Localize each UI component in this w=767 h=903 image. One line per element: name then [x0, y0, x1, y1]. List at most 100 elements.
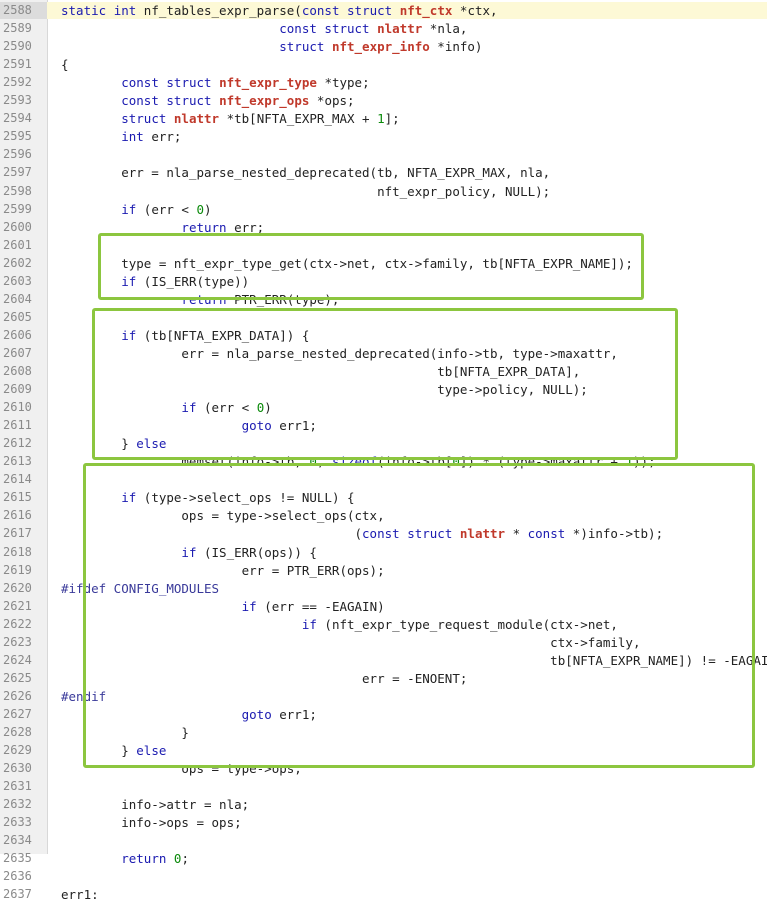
line-number: 2637 — [3, 887, 32, 902]
code-text: const struct nft_expr_type *type; — [121, 75, 370, 91]
code-line[interactable]: 2618 if (IS_ERR(ops)) { — [0, 544, 767, 561]
code-line[interactable]: 2615 if (type->select_ops != NULL) { — [0, 489, 767, 506]
code-line[interactable]: 2636 — [0, 868, 767, 885]
code-line[interactable]: 2605 — [0, 309, 767, 326]
code-text: struct nft_expr_info *info) — [279, 39, 483, 55]
code-line[interactable]: 2633 info->ops = ops; — [0, 814, 767, 831]
code-line[interactable]: 2611 goto err1; — [0, 417, 767, 434]
code-line[interactable]: 2630 ops = type->ops; — [0, 760, 767, 777]
code-line[interactable]: 2621 if (err == -EAGAIN) — [0, 598, 767, 615]
line-number: 2588 — [0, 2, 47, 19]
line-number: 2602 — [3, 255, 32, 270]
code-line[interactable]: 2617 (const struct nlattr * const *)info… — [0, 525, 767, 542]
code-text: if (nft_expr_type_request_module(ctx->ne… — [301, 616, 618, 632]
code-line[interactable]: 2628 } — [0, 724, 767, 741]
code-line[interactable]: 2609 type->policy, NULL); — [0, 381, 767, 398]
code-line[interactable]: 2635 return 0; — [0, 850, 767, 867]
code-line[interactable]: 2625 err = -ENOENT; — [0, 670, 767, 687]
code-line[interactable]: 2624 tb[NFTA_EXPR_NAME]) != -EAGAIN) — [0, 652, 767, 669]
code-line[interactable]: 2608 tb[NFTA_EXPR_DATA], — [0, 363, 767, 380]
code-text: err = -ENOENT; — [61, 670, 468, 686]
code-line[interactable]: 2634 — [0, 832, 767, 849]
line-number: 2627 — [3, 706, 32, 721]
line-number: 2629 — [3, 743, 32, 758]
code-text: (const struct nlattr * const *)info->tb)… — [61, 526, 664, 542]
line-number: 2595 — [3, 129, 32, 144]
line-number: 2592 — [3, 75, 32, 90]
code-text: } else — [61, 436, 167, 452]
line-number: 2590 — [3, 39, 32, 54]
line-number-gutter — [0, 0, 48, 854]
code-line[interactable]: 2612 } else — [0, 435, 767, 452]
line-number: 2618 — [3, 544, 32, 559]
code-text: int err; — [121, 129, 182, 145]
code-line[interactable]: 2590 struct nft_expr_info *info) — [0, 38, 767, 55]
code-text: if (tb[NFTA_EXPR_DATA]) { — [121, 327, 310, 343]
line-number: 2624 — [3, 652, 32, 667]
code-text: nft_expr_policy, NULL); — [61, 183, 551, 199]
code-line[interactable]: 2589 const struct nlattr *nla, — [0, 20, 767, 37]
code-line[interactable]: 2600 return err; — [0, 219, 767, 236]
code-line[interactable]: 2603 if (IS_ERR(type)) — [0, 273, 767, 290]
code-line[interactable]: 2622 if (nft_expr_type_request_module(ct… — [0, 616, 767, 633]
line-number: 2591 — [3, 57, 32, 72]
code-text: #ifdef CONFIG_MODULES — [61, 580, 220, 596]
code-line[interactable]: 2614 — [0, 471, 767, 488]
code-line[interactable]: 2593 const struct nft_expr_ops *ops; — [0, 92, 767, 109]
code-text: } else — [61, 743, 167, 759]
code-line[interactable]: 2610 if (err < 0) — [0, 399, 767, 416]
code-text: err = nla_parse_nested_deprecated(info->… — [61, 345, 618, 361]
line-number: 2617 — [3, 526, 32, 541]
code-line[interactable]: 2591 { — [0, 56, 767, 73]
code-line[interactable]: 2597 err = nla_parse_nested_deprecated(t… — [0, 164, 767, 181]
code-line[interactable]: 2629 } else — [0, 742, 767, 759]
code-text: ops = type->select_ops(ctx, — [61, 508, 385, 524]
code-line[interactable]: 2631 — [0, 778, 767, 795]
line-number: 2619 — [3, 562, 32, 577]
line-number: 2631 — [3, 779, 32, 794]
line-number: 2626 — [3, 688, 32, 703]
code-text: type = nft_expr_type_get(ctx->net, ctx->… — [61, 255, 633, 271]
line-number: 2623 — [3, 634, 32, 649]
code-line[interactable]: 2627 goto err1; — [0, 706, 767, 723]
code-line[interactable]: 2592 const struct nft_expr_type *type; — [0, 74, 767, 91]
code-line[interactable]: 2599 if (err < 0) — [0, 201, 767, 218]
code-line[interactable]: 2616 ops = type->select_ops(ctx, — [0, 507, 767, 524]
code-line[interactable]: 2596 — [0, 146, 767, 163]
code-line[interactable]: 2623 ctx->family, — [0, 634, 767, 651]
code-line[interactable]: 2620#ifdef CONFIG_MODULES — [0, 580, 767, 597]
code-line[interactable]: 2594 struct nlattr *tb[NFTA_EXPR_MAX + 1… — [0, 110, 767, 127]
highlight-box-expr-data — [92, 308, 678, 460]
line-number: 2609 — [3, 382, 32, 397]
line-number: 2633 — [3, 815, 32, 830]
code-text: err = nla_parse_nested_deprecated(tb, NF… — [61, 165, 551, 181]
code-line[interactable]: 2607 err = nla_parse_nested_deprecated(i… — [0, 345, 767, 362]
line-number: 2632 — [3, 797, 32, 812]
code-text: goto err1; — [241, 418, 317, 434]
code-text: if (err == -EAGAIN) — [241, 598, 385, 614]
code-line[interactable]: 2601 — [0, 237, 767, 254]
line-number: 2614 — [3, 472, 32, 487]
code-line[interactable]: 2598 nft_expr_policy, NULL); — [0, 183, 767, 200]
line-number: 2594 — [3, 111, 32, 126]
line-number: 2608 — [3, 364, 32, 378]
code-text: tb[NFTA_EXPR_NAME]) != -EAGAIN) — [61, 652, 767, 668]
line-number: 2616 — [3, 508, 32, 523]
code-line[interactable]: 2632 info->attr = nla; — [0, 796, 767, 813]
code-text: info->ops = ops; — [61, 815, 242, 831]
code-line[interactable]: 2595 int err; — [0, 128, 767, 145]
code-line[interactable]: 2602 type = nft_expr_type_get(ctx->net, … — [0, 255, 767, 272]
line-number: 2611 — [3, 418, 32, 433]
line-number: 2598 — [3, 183, 32, 198]
code-text: { — [61, 57, 69, 73]
highlight-box-type-get — [98, 233, 644, 300]
code-text: const struct nlattr *nla, — [279, 21, 468, 37]
code-line[interactable]: 2619 err = PTR_ERR(ops); — [0, 562, 767, 579]
code-text: err = PTR_ERR(ops); — [61, 562, 385, 578]
code-text: tb[NFTA_EXPR_DATA], — [61, 364, 581, 379]
highlight-box-select-ops — [83, 463, 755, 768]
code-line[interactable]: 2606 if (tb[NFTA_EXPR_DATA]) { — [0, 327, 767, 344]
